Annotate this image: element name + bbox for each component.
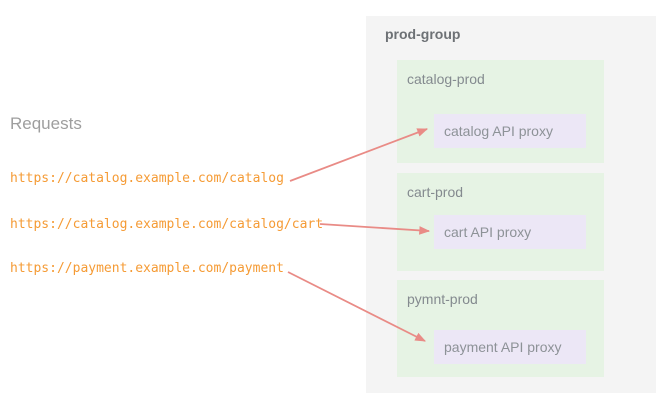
env-label: catalog-prod — [407, 71, 485, 87]
env-label: pymnt-prod — [407, 291, 478, 307]
prod-group-panel: prod-group catalog-prod catalog API prox… — [366, 16, 656, 393]
requests-heading: Requests — [10, 114, 82, 133]
prod-group-title: prod-group — [385, 26, 461, 42]
proxy-box-cart: cart API proxy — [434, 215, 586, 249]
proxy-box-payment: payment API proxy — [434, 330, 586, 364]
proxy-label: catalog API proxy — [444, 123, 553, 139]
proxy-label: payment API proxy — [444, 339, 562, 355]
env-box-catalog-prod: catalog-prod catalog API proxy — [397, 60, 604, 163]
env-box-cart-prod: cart-prod cart API proxy — [397, 173, 604, 271]
request-url-catalog: https://catalog.example.com/catalog — [10, 171, 284, 186]
proxy-label: cart API proxy — [444, 224, 532, 240]
env-box-pymnt-prod: pymnt-prod payment API proxy — [397, 280, 604, 377]
request-url-catalog-cart: https://catalog.example.com/catalog/cart — [10, 217, 324, 232]
request-url-payment: https://payment.example.com/payment — [10, 261, 284, 276]
proxy-box-catalog: catalog API proxy — [434, 114, 586, 148]
env-label: cart-prod — [407, 184, 464, 200]
